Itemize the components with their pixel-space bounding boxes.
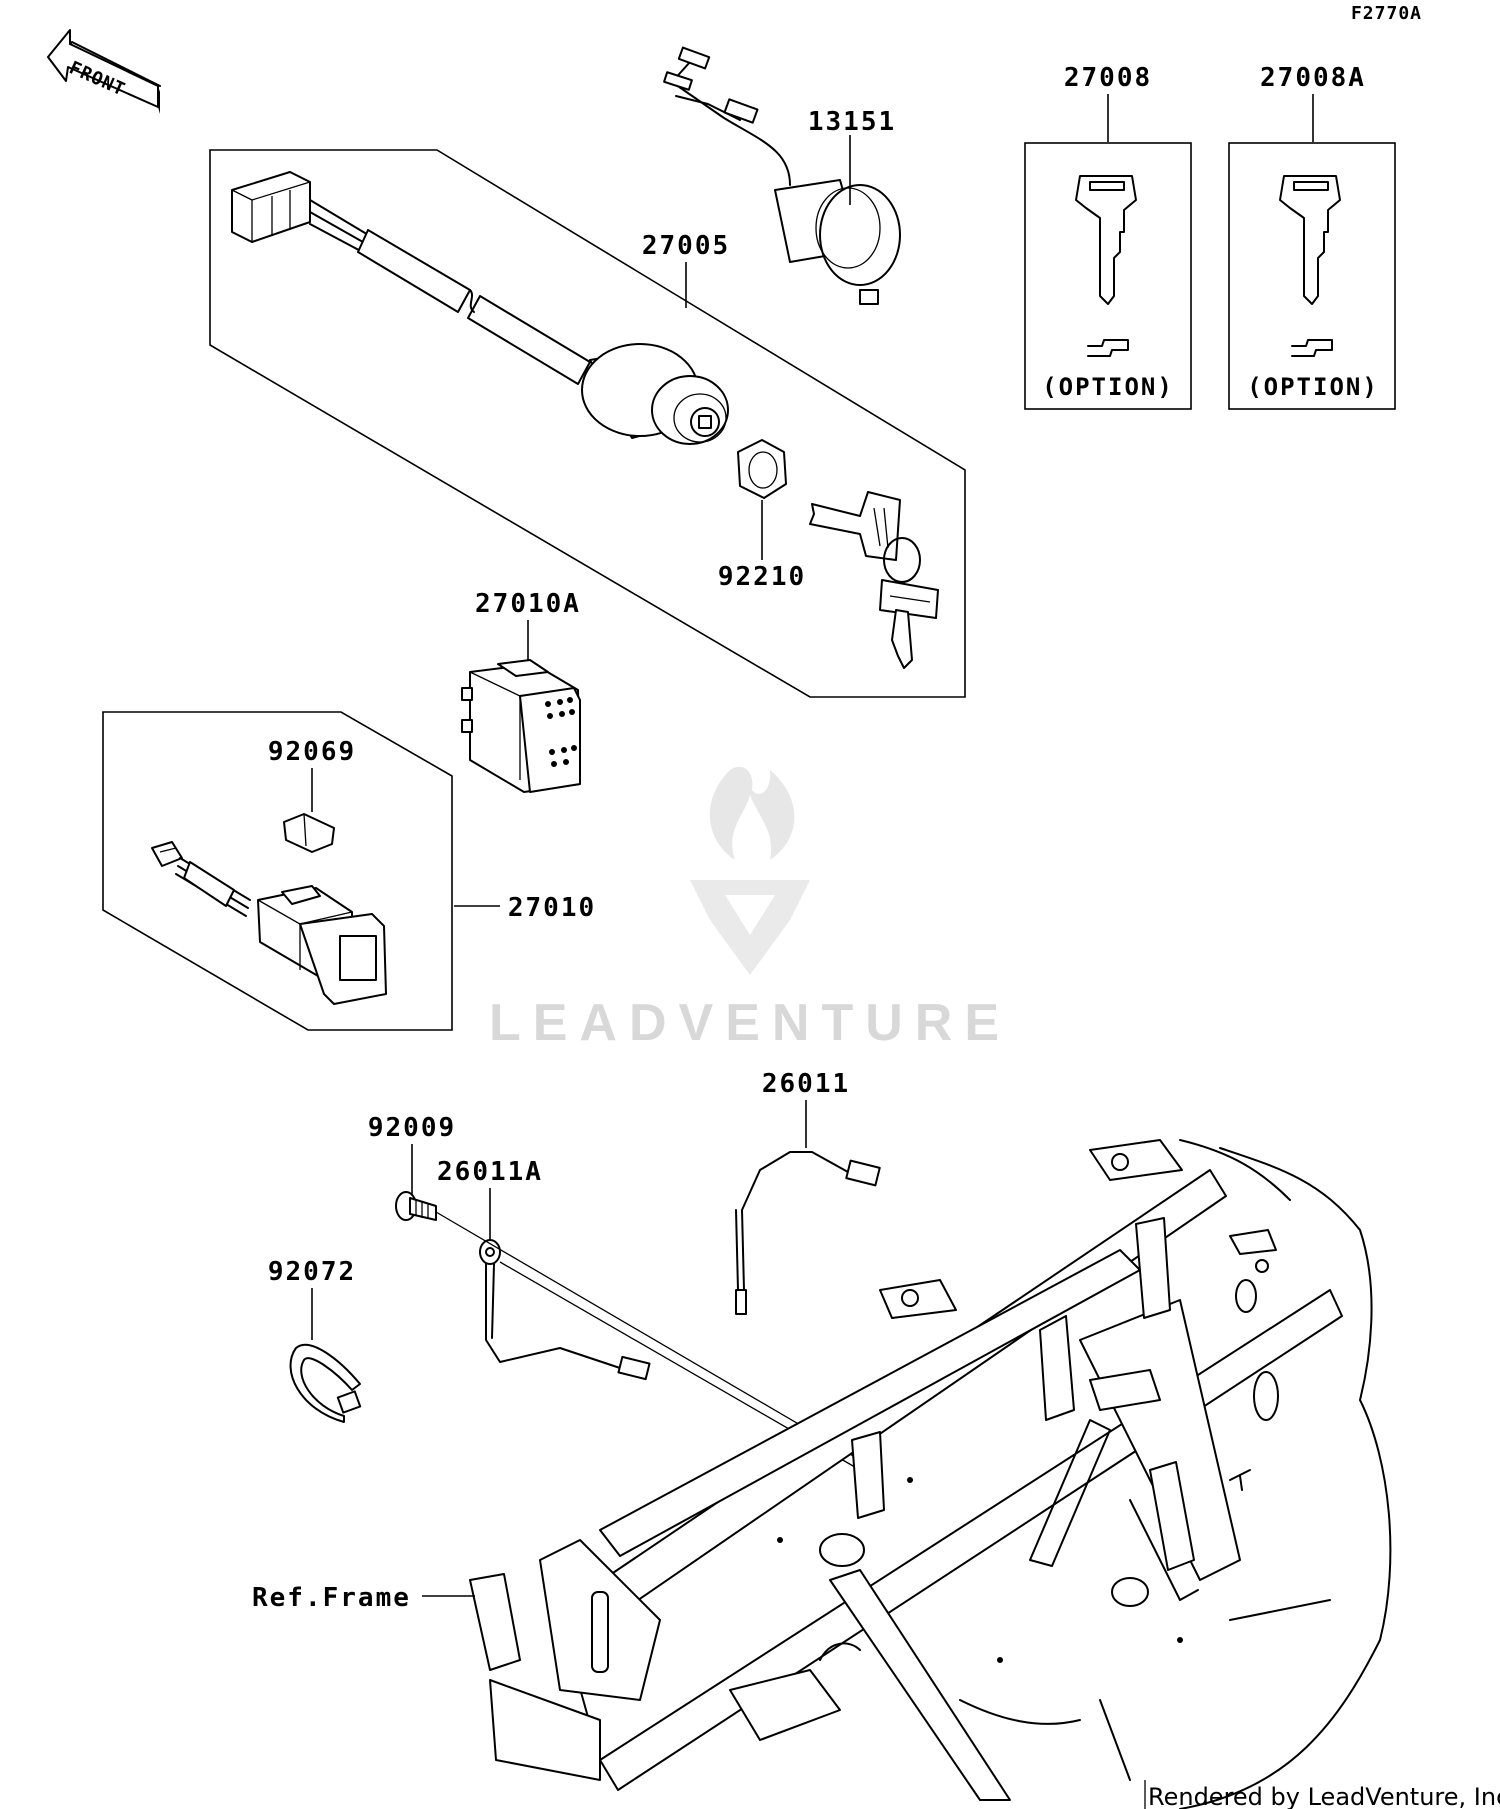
- option-label-27008a: (OPTION): [1247, 373, 1379, 401]
- option-key-27008: 27008 (OPTION): [1024, 63, 1192, 410]
- label-92069: 92069: [268, 737, 356, 767]
- group-box-27005: [209, 149, 966, 698]
- label-27008: 27008: [1064, 63, 1152, 93]
- label-26011a: 26011A: [437, 1157, 543, 1187]
- leadventure-watermark-logo: [690, 766, 810, 975]
- label-92210: 92210: [718, 562, 806, 592]
- label-13151: 13151: [808, 107, 896, 137]
- leader-bolt-to-frame: [435, 1211, 861, 1461]
- option-key-27008a: 27008A (OPTION): [1228, 63, 1396, 410]
- watermark-text: LEADVENTURE: [489, 994, 1011, 1052]
- label-92072: 92072: [268, 1257, 356, 1287]
- label-27008a: 27008A: [1260, 63, 1366, 93]
- label-26011: 26011: [762, 1069, 850, 1099]
- label-27005: 27005: [642, 231, 730, 261]
- figure-code: F2770A: [1351, 3, 1422, 24]
- part-27005-ignition-switch: [231, 171, 939, 669]
- option-label-27008: (OPTION): [1042, 373, 1174, 401]
- part-26011a-sensor-lead: [479, 1239, 651, 1381]
- label-ref-frame: Ref.Frame: [252, 1583, 411, 1613]
- part-92069-bulb: [283, 813, 335, 853]
- part-27010a-rocker-switch: [461, 659, 581, 793]
- label-27010: 27010: [508, 893, 596, 923]
- front-direction-arrow: FRONT: [47, 29, 161, 114]
- part-13151-switch: [663, 46, 901, 305]
- part-27010-push-switch: [151, 841, 387, 1005]
- vehicle-frame: [469, 1139, 1392, 1809]
- part-92009-bolt: [395, 1191, 437, 1221]
- part-92072-clamp-band: [289, 1343, 362, 1423]
- part-26011-sensor-lead: [735, 1151, 881, 1315]
- label-27010a: 27010A: [475, 589, 581, 619]
- label-92009: 92009: [368, 1113, 456, 1143]
- group-box-27010: [102, 711, 453, 1031]
- credit-text: Rendered by LeadVenture, Inc.: [1148, 1783, 1500, 1809]
